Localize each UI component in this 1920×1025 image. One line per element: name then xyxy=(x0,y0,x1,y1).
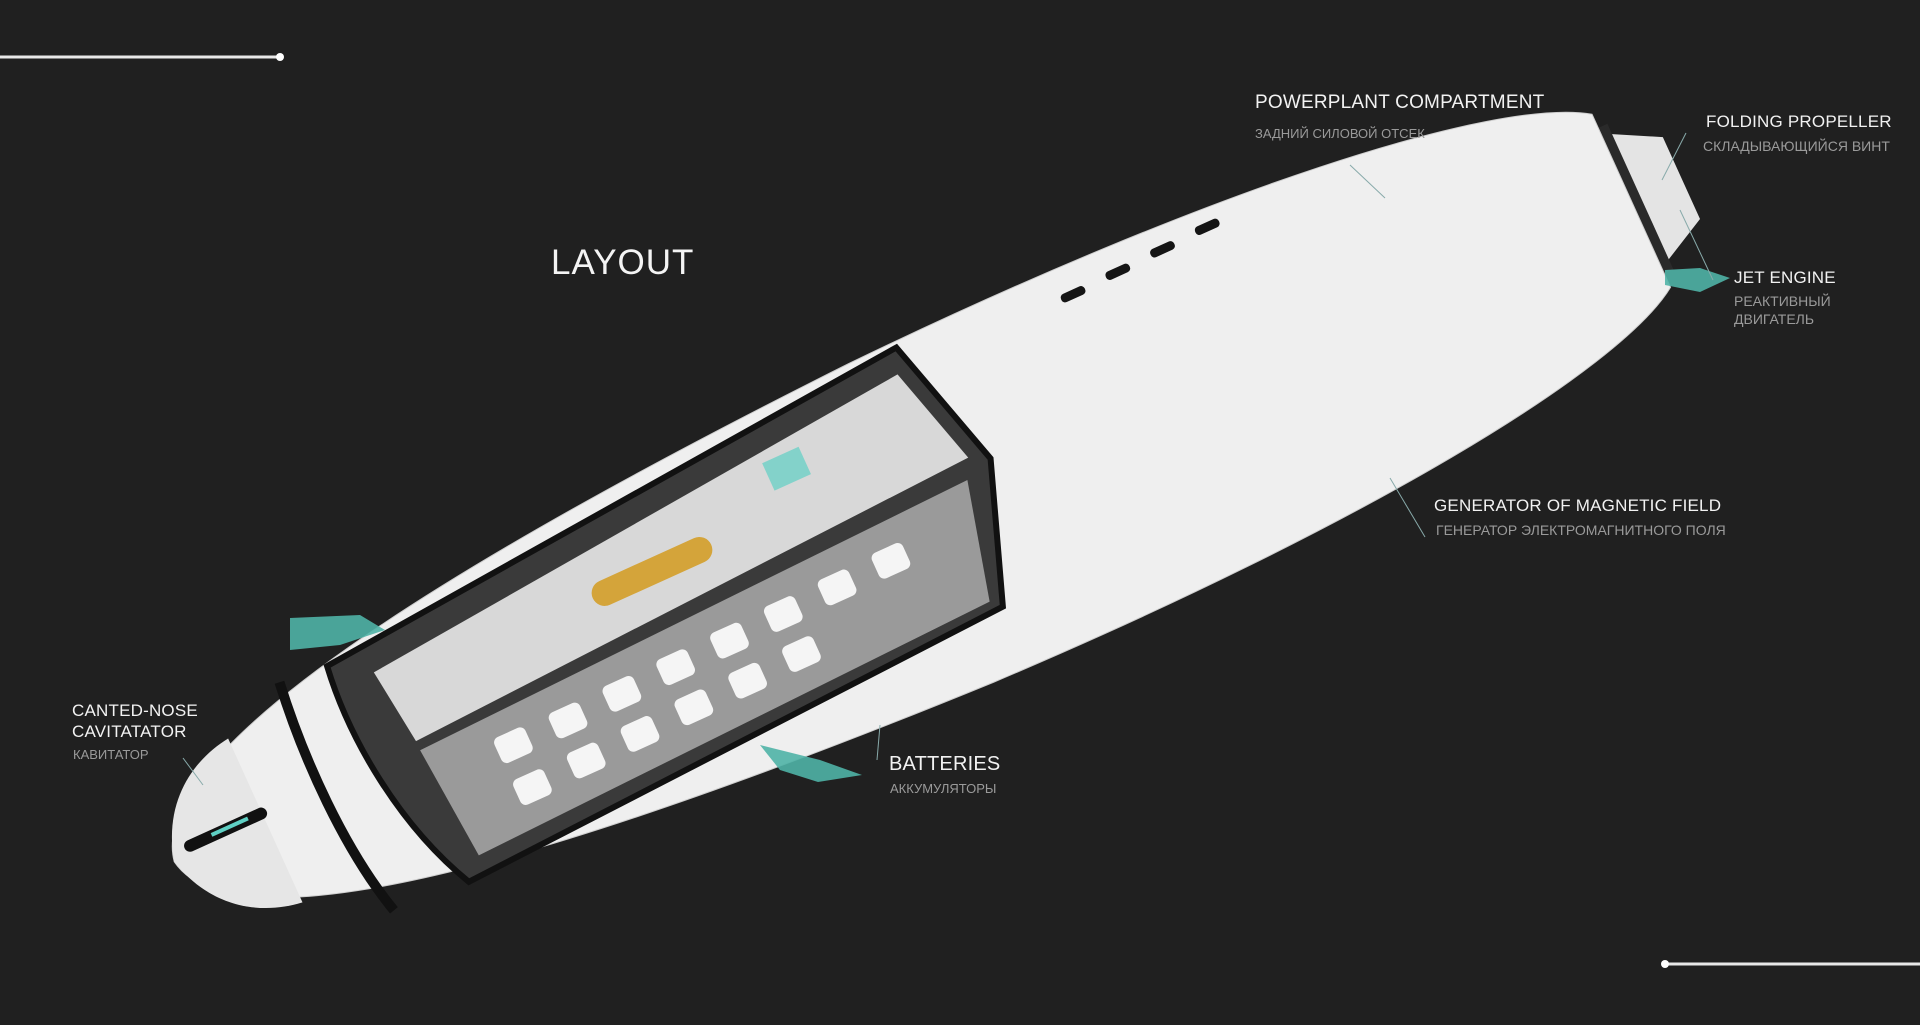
batteries-label: BATTERIES xyxy=(889,753,1001,775)
jet-engine-label: JET ENGINE xyxy=(1734,268,1836,287)
powerplant-label-ru: ЗАДНИЙ СИЛОВОЙ ОТСЕК xyxy=(1255,126,1425,141)
submarine-hull xyxy=(171,111,1701,914)
page-title: LAYOUT xyxy=(551,243,695,282)
generator-label-ru: ГЕНЕРАТОР ЭЛЕКТРОМАГНИТНОГО ПОЛЯ xyxy=(1436,522,1726,538)
nose-label-ru: КАВИТАТОР xyxy=(73,747,149,762)
arrow-left-icon xyxy=(290,615,385,650)
nose-label-2: CAVITATATOR xyxy=(72,722,187,741)
powerplant-label: POWERPLANT COMPARTMENT xyxy=(1255,92,1545,113)
decor-dot-bottom xyxy=(1661,960,1669,968)
jet-engine-label-ru-1: РЕАКТИВНЫЙ xyxy=(1734,293,1831,309)
batteries-label-ru: АККУМУЛЯТОРЫ xyxy=(890,781,997,796)
arrow-batteries-icon xyxy=(760,745,862,782)
nose-label-1: CANTED-NOSE xyxy=(72,701,198,720)
propeller-label: FOLDING PROPELLER xyxy=(1706,112,1892,131)
arrow-jet-icon xyxy=(1665,268,1730,292)
decor-dot-top xyxy=(276,53,284,61)
generator-label: GENERATOR OF MAGNETIC FIELD xyxy=(1434,496,1722,515)
propeller-label-ru: СКЛАДЫВАЮЩИЙСЯ ВИНТ xyxy=(1703,138,1890,154)
jet-engine-label-ru-2: ДВИГАТЕЛЬ xyxy=(1734,311,1815,327)
